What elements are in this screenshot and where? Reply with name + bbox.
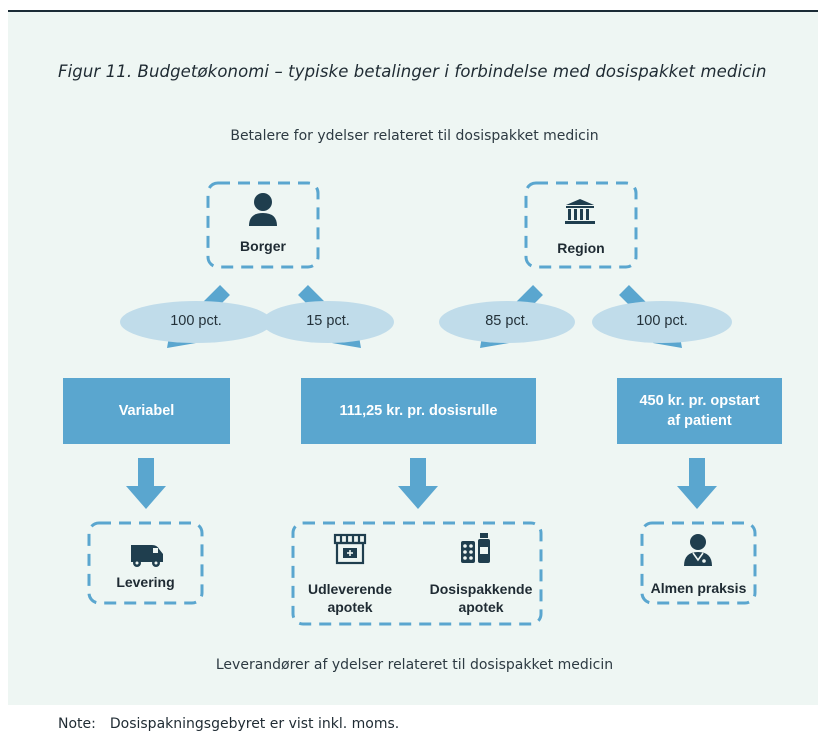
- van-icon: [131, 545, 163, 567]
- top-rule: [8, 10, 818, 12]
- person-icon: [249, 193, 277, 226]
- pct-region-dosisrulle: 85 pct.: [485, 313, 529, 329]
- dosispakkende-line2: apotek: [458, 599, 504, 615]
- pct-borger-dosisrulle: 15 pct.: [306, 313, 350, 329]
- doctor-icon: [684, 534, 712, 566]
- pct-borger-variabel: 100 pct.: [170, 313, 222, 329]
- shop-icon: [333, 533, 367, 565]
- pct-region-opstart: 100 pct.: [636, 313, 688, 329]
- dosispakkende-apotek-label: Dosispakkende apotek: [420, 580, 542, 616]
- note-label: Note:: [58, 716, 96, 732]
- suppliers-heading: Leverandører af ydelser relateret til do…: [215, 657, 614, 673]
- almen-praksis-box: [640, 521, 757, 605]
- arrow-down-dosisrulle: [398, 458, 438, 509]
- levering-label: Levering: [116, 574, 175, 590]
- opstart-label-line1: 450 kr. pr. opstart: [639, 393, 760, 409]
- region-box: [524, 181, 638, 269]
- pct-ellipse-1: [120, 301, 272, 343]
- udleverende-line2: apotek: [327, 599, 373, 615]
- figure-panel: [8, 12, 818, 705]
- udleverende-line1: Udleverende: [307, 581, 393, 597]
- udleverende-apotek-label: Udleverende apotek: [296, 580, 404, 616]
- dosispakkende-line1: Dosispakkende: [429, 581, 533, 597]
- apotek-box: [291, 521, 543, 626]
- pill-pack-icon: [461, 533, 490, 563]
- pct-ellipse-4: [592, 301, 732, 343]
- borger-label: Borger: [240, 238, 286, 254]
- dosisrulle-label: 111,25 kr. pr. dosisrulle: [339, 403, 498, 419]
- arrow-down-opstart: [677, 458, 717, 509]
- levering-box: [87, 521, 204, 605]
- pct-ellipse-3: [439, 301, 575, 343]
- variabel-label: Variabel: [118, 403, 175, 419]
- payers-heading: Betalere for ydelser relateret til dosis…: [230, 128, 599, 144]
- opstart-label-line2: af patient: [667, 413, 732, 429]
- bank-icon: [565, 199, 595, 224]
- pct-ellipse-2: [262, 301, 394, 343]
- note: Note: Dosispakningsgebyret er vist inkl. …: [58, 716, 399, 732]
- arrow-down-variabel: [126, 458, 166, 509]
- opstart-box: 450 kr. pr. opstart af patient: [617, 378, 782, 444]
- note-text: Dosispakningsgebyret er vist inkl. moms.: [109, 716, 400, 732]
- borger-box: [206, 181, 320, 269]
- region-label: Region: [557, 240, 605, 256]
- variabel-box: Variabel: [63, 378, 230, 444]
- dosisrulle-box: 111,25 kr. pr. dosisrulle: [301, 378, 536, 444]
- figure-title: Figur 11. Budgetøkonomi – typiske betali…: [58, 62, 767, 81]
- almen-praksis-label: Almen praksis: [650, 580, 747, 596]
